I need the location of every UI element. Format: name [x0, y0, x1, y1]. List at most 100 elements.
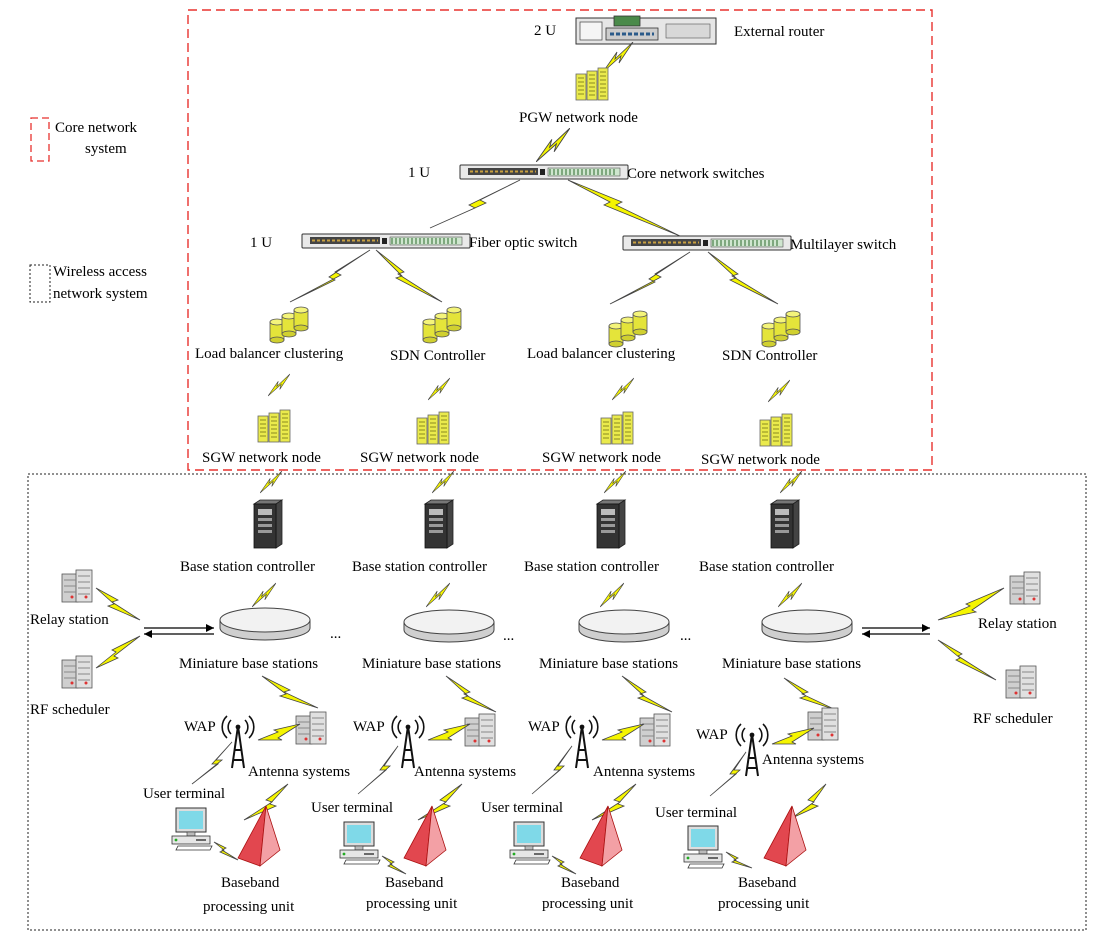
wap-label-2: WAP	[353, 719, 385, 735]
lightning-link-icon	[426, 582, 450, 608]
base-station-disc-icon	[219, 607, 311, 641]
lightning-link-icon	[937, 639, 997, 681]
lightning-link-icon	[536, 128, 570, 162]
multilayer-switch-label: Multilayer switch	[790, 237, 897, 253]
mbs-label-4: Miniature base stations	[722, 656, 861, 672]
antenna-icon	[221, 715, 255, 769]
lightning-link-icon	[604, 470, 626, 494]
database-icon	[269, 306, 309, 344]
tower-server-icon	[424, 499, 454, 549]
lightning-link-icon	[609, 251, 691, 305]
relay-station-icon	[61, 569, 93, 603]
pyramid-icon	[403, 805, 447, 867]
pgw-label: PGW network node	[519, 110, 638, 126]
lightning-link-icon	[375, 249, 443, 303]
lightning-link-icon	[260, 470, 282, 494]
bbu-label-1a: Baseband	[221, 875, 280, 891]
sgw-label-3: SGW network node	[542, 450, 661, 466]
rf-scheduler-label-left: RF scheduler	[30, 702, 110, 718]
router-icon	[575, 15, 717, 45]
lightning-link-icon	[791, 783, 827, 819]
core-legend-label-2: system	[85, 141, 127, 157]
lightning-link-icon	[709, 751, 747, 797]
core-legend-label-1: Core network	[55, 120, 138, 136]
lightning-link-icon	[445, 675, 497, 713]
lightning-link-icon	[612, 377, 634, 401]
tower-server-icon	[770, 499, 800, 549]
lightning-link-icon	[551, 855, 577, 875]
antenna-icon	[565, 715, 599, 769]
relay-station-label-left: Relay station	[30, 612, 109, 628]
mbs-label-2: Miniature base stations	[362, 656, 501, 672]
bsc-label-2: Base station controller	[352, 559, 487, 575]
user-terminal-label-4: User terminal	[655, 805, 737, 821]
multilayer-switch-icon	[622, 235, 792, 251]
rack-1u-fiber-label: 1 U	[250, 235, 272, 251]
bidirectional-arrow-left	[144, 624, 214, 638]
lightning-link-icon	[531, 745, 573, 795]
sdn-controller-label-2: SDN Controller	[722, 348, 817, 364]
sgw-server-icon	[416, 411, 450, 445]
lightning-link-icon	[621, 675, 673, 713]
lightning-link-icon	[778, 582, 802, 608]
sgw-label-1: SGW network node	[202, 450, 321, 466]
core-legend-swatch	[30, 117, 50, 162]
lightning-link-icon	[427, 723, 471, 741]
sgw-server-icon	[257, 409, 291, 443]
computer-icon	[339, 821, 381, 865]
lightning-link-icon	[768, 379, 790, 403]
rf-scheduler-icon	[1005, 665, 1037, 699]
sgw-label-4: SGW network node	[701, 452, 820, 468]
computer-icon	[683, 825, 725, 869]
wireless-access-region	[27, 473, 1087, 931]
rf-scheduler-label-right: RF scheduler	[973, 711, 1053, 727]
wireless-legend-swatch	[29, 264, 51, 303]
pyramid-icon	[237, 805, 281, 867]
antenna-icon	[735, 723, 769, 777]
base-station-disc-icon	[403, 609, 495, 643]
tower-server-icon	[596, 499, 626, 549]
lightning-link-icon	[771, 727, 815, 745]
lightning-link-icon	[601, 723, 645, 741]
database-icon	[761, 310, 801, 348]
user-terminal-label-3: User terminal	[481, 800, 563, 816]
ellipsis-3: ...	[680, 628, 691, 644]
database-icon	[608, 310, 648, 348]
lightning-link-icon	[95, 635, 141, 669]
computer-icon	[509, 821, 551, 865]
lightning-link-icon	[191, 741, 233, 785]
pgw-server-icon	[575, 67, 609, 101]
lightning-link-icon	[707, 251, 779, 305]
user-terminal-label-2: User terminal	[311, 800, 393, 816]
sdn-controller-label-1: SDN Controller	[390, 348, 485, 364]
antenna-systems-label-3: Antenna systems	[593, 764, 695, 780]
lightning-link-icon	[432, 470, 454, 494]
load-balancer-label-2: Load balancer clustering	[527, 346, 676, 362]
base-station-disc-icon	[761, 609, 853, 643]
database-icon	[422, 306, 462, 344]
core-switches-label: Core network switches	[627, 166, 765, 182]
bsc-label-1: Base station controller	[180, 559, 315, 575]
mbs-label-3: Miniature base stations	[539, 656, 678, 672]
fiber-switch-icon	[301, 233, 471, 249]
bbu-label-1b: processing unit	[203, 899, 295, 915]
ellipsis-2: ...	[503, 628, 514, 644]
antenna-server-icon	[639, 713, 671, 747]
bsc-label-4: Base station controller	[699, 559, 834, 575]
wireless-legend-label-1: Wireless access	[53, 264, 147, 280]
lightning-link-icon	[213, 841, 239, 861]
antenna-server-icon	[464, 713, 496, 747]
lightning-link-icon	[381, 855, 407, 875]
antenna-systems-label-4: Antenna systems	[762, 752, 864, 768]
lightning-link-icon	[725, 851, 753, 869]
rack-2u-label: 2 U	[534, 23, 556, 39]
lightning-link-icon	[591, 783, 637, 821]
lightning-link-icon	[357, 745, 399, 795]
bbu-label-3a: Baseband	[561, 875, 620, 891]
wireless-legend-label-2: network system	[53, 286, 148, 302]
antenna-systems-label-1: Antenna systems	[248, 764, 350, 780]
core-switch-icon	[459, 164, 629, 180]
bbu-label-3b: processing unit	[542, 896, 634, 912]
bbu-label-4a: Baseband	[738, 875, 797, 891]
